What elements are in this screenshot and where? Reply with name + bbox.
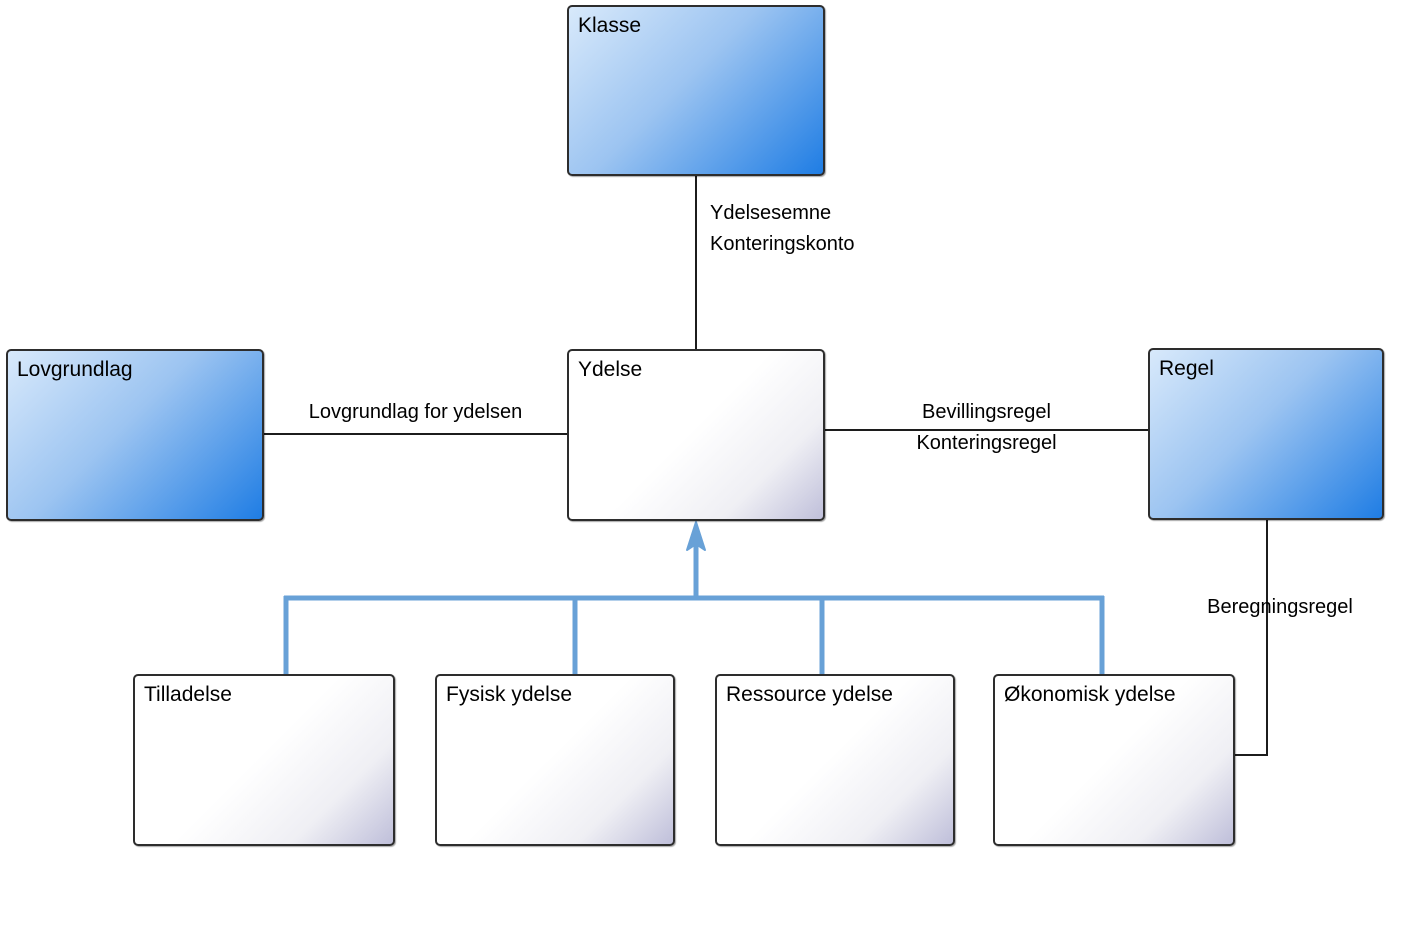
node-regel-label: Regel [1159,357,1214,380]
edge-label-konteringsregel: Konteringsregel [916,432,1057,454]
node-tilladelse-label: Tilladelse [144,683,232,706]
edge-inheritance-tree [283,545,1105,674]
edge-label-ydelsesemne: Ydelsesemne [710,202,832,224]
node-regel[interactable]: Regel [1148,348,1384,520]
node-fysisk-ydelse[interactable]: Fysisk ydelse [435,674,675,846]
edge-label-klasse-ydelse: Ydelsesemne Konteringskonto [710,198,855,260]
node-klasse-label: Klasse [578,14,642,37]
node-ydelse[interactable]: Ydelse [567,349,825,521]
edge-label-bevillingsregel: Bevillingsregel [922,401,1051,423]
node-lovgrundlag-label: Lovgrundlag [17,358,133,381]
node-ressource-ydelse[interactable]: Ressource ydelse [715,674,955,846]
node-okonomisk-ydelse[interactable]: Økonomisk ydelse [993,674,1235,846]
inheritance-arrowhead [686,521,706,551]
node-klasse[interactable]: Klasse [567,5,825,176]
node-fysisk-ydelse-label: Fysisk ydelse [446,683,573,706]
node-ressource-ydelse-label: Ressource ydelse [726,683,893,706]
node-ydelse-label: Ydelse [578,358,643,381]
edge-label-lovgrundlag-for-ydelsen: Lovgrundlag for ydelsen [308,401,523,423]
edge-label-konteringskonto: Konteringskonto [710,233,855,255]
node-lovgrundlag[interactable]: Lovgrundlag [6,349,264,521]
edge-regel-okonomisk [1235,520,1268,756]
node-tilladelse[interactable]: Tilladelse [133,674,395,846]
node-okonomisk-ydelse-label: Økonomisk ydelse [1004,683,1176,706]
edge-label-beregningsregel: Beregningsregel [1207,596,1353,618]
